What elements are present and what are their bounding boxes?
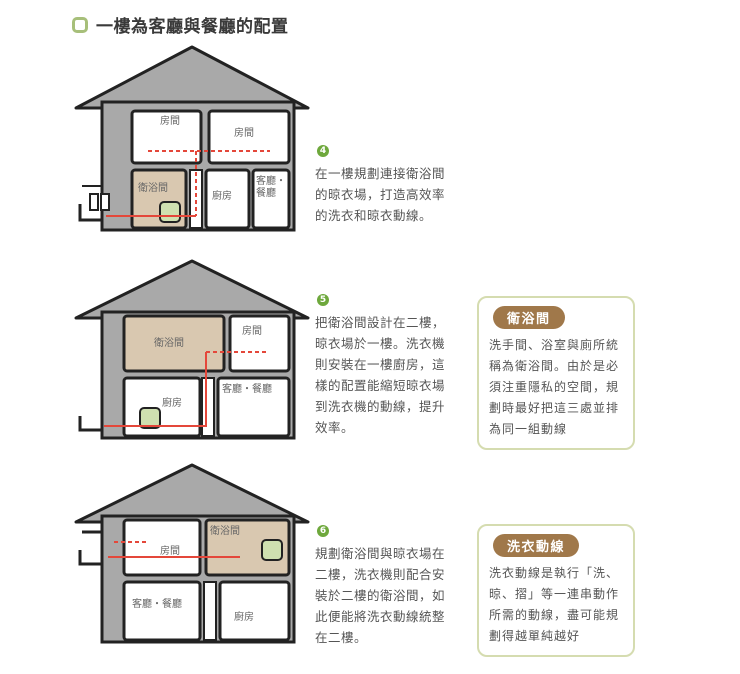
step-number-4: 4 [317, 145, 329, 157]
step-5: 5 把衛浴間設計在二樓，晾衣場於一樓。洗衣機則安裝在一樓廚房，這樣的配置能縮短晾… [315, 294, 455, 438]
svg-text:餐廳: 餐廳 [256, 186, 276, 199]
house-diagram-3: 房間 衛浴間 客廳・餐廳 廚房 [72, 462, 312, 647]
svg-text:衛浴間: 衛浴間 [138, 181, 168, 194]
note-laundry-route: 洗衣動線 洗衣動線是執行「洗、晾、摺」等一連串動作所需的動線，盡可能規劃得越單純… [477, 524, 635, 657]
svg-text:房間: 房間 [234, 126, 254, 139]
svg-text:廚房: 廚房 [162, 396, 182, 409]
step-5-text: 把衛浴間設計在二樓，晾衣場於一樓。洗衣機則安裝在一樓廚房，這樣的配置能縮短晾衣場… [315, 315, 446, 435]
svg-text:廚房: 廚房 [234, 610, 254, 623]
note-text-bathroom: 洗手間、浴室與廁所統稱為衛浴間。由於是必須注重隱私的空間，規劃時最好把這三處並排… [489, 338, 620, 436]
step-6-text: 規劃衛浴間與晾衣場在二樓，洗衣機則配合安裝於二樓的衛浴間，如此便能將洗衣動線統整… [315, 546, 446, 645]
section-heading: 一樓為客廳與餐廳的配置 [72, 12, 289, 37]
svg-text:房間: 房間 [160, 114, 180, 127]
step-6: 6 規劃衛浴間與晾衣場在二樓，洗衣機則配合安裝於二樓的衛浴間，如此便能將洗衣動線… [315, 525, 455, 648]
svg-text:房間: 房間 [160, 544, 180, 557]
svg-text:客廳・: 客廳・ [256, 174, 286, 187]
svg-text:廚房: 廚房 [212, 189, 232, 202]
note-badge-laundry-route: 洗衣動線 [493, 534, 580, 557]
step-4-text: 在一樓規劃連接衛浴間的晾衣場，打造高效率的洗衣和晾衣動線。 [315, 166, 446, 223]
note-text-laundry-route: 洗衣動線是執行「洗、晾、摺」等一連串動作所需的動線，盡可能規劃得越單純越好 [489, 566, 620, 643]
house-diagram-2: 衛浴間 房間 廚房 客廳・餐廳 [72, 258, 312, 443]
step-4: 4 在一樓規劃連接衛浴間的晾衣場，打造高效率的洗衣和晾衣動線。 [315, 145, 455, 226]
step-number-5: 5 [317, 294, 329, 306]
note-badge-bathroom: 衛浴間 [493, 306, 565, 329]
step-number-6: 6 [317, 525, 329, 537]
house-diagram-1: 房間 房間 衛浴間 廚房 客廳・ 餐廳 [72, 44, 312, 234]
section-title: 一樓為客廳與餐廳的配置 [96, 17, 289, 37]
svg-text:客廳・餐廳: 客廳・餐廳 [222, 382, 272, 395]
square-outline-icon [72, 16, 88, 33]
note-bathroom: 衛浴間 洗手間、浴室與廁所統稱為衛浴間。由於是必須注重隱私的空間，規劃時最好把這… [477, 296, 635, 450]
svg-text:衛浴間: 衛浴間 [154, 336, 184, 349]
svg-text:客廳・餐廳: 客廳・餐廳 [132, 597, 182, 610]
svg-text:衛浴間: 衛浴間 [210, 524, 240, 537]
svg-text:房間: 房間 [242, 324, 262, 337]
